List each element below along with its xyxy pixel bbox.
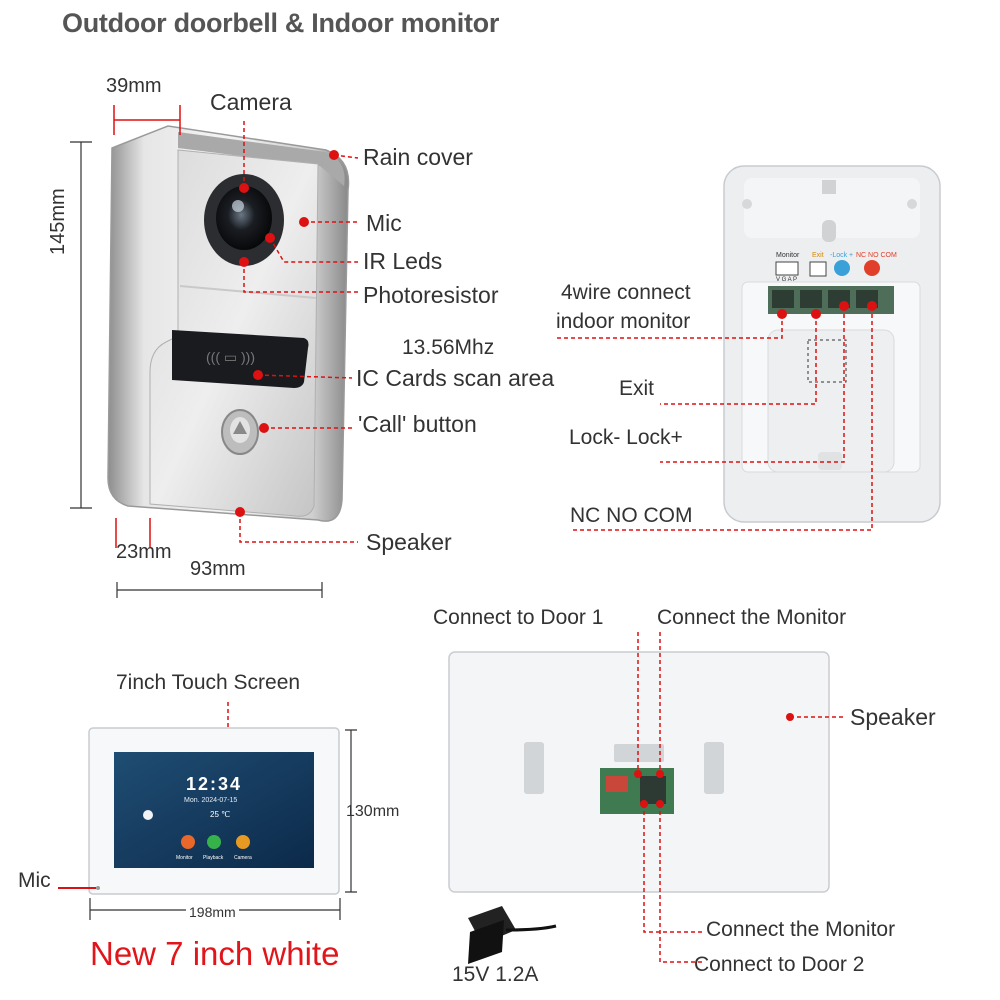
- dim-monitor-height: 130mm: [346, 803, 400, 820]
- screen-app-playback: Playback: [203, 855, 224, 861]
- dim-bottom-offset: 23mm: [116, 541, 172, 563]
- dim-width: 93mm: [190, 558, 246, 580]
- label-adapter: 15V 1.2A: [452, 963, 539, 986]
- label-4wire: 4wire connect: [561, 281, 691, 304]
- label-monitor-top: Connect the Monitor: [657, 606, 847, 629]
- panel-lock: -Lock +: [830, 252, 854, 259]
- dim-top-width: 39mm: [106, 75, 162, 97]
- label-speaker-back: Speaker: [850, 704, 936, 730]
- label-nc-no-com: NC NO COM: [570, 504, 693, 527]
- page-title: Outdoor doorbell & Indoor monitor: [62, 8, 500, 38]
- label-exit: Exit: [619, 377, 655, 400]
- indoor-monitor-front: [88, 727, 340, 895]
- label-door2: Connect to Door 2: [694, 953, 865, 976]
- screen-date: Mon. 2024-07-15: [184, 797, 238, 804]
- label-speaker: Speaker: [366, 529, 452, 555]
- power-adapter: [468, 906, 557, 964]
- label-frequency: 13.56Mhz: [402, 336, 495, 359]
- doorbell-back-panel: [723, 165, 941, 523]
- svg-text:((( ▭ ))): ((( ▭ ))): [206, 349, 255, 365]
- label-monitor-bottom: Connect the Monitor: [706, 918, 896, 941]
- label-rain-cover: Rain cover: [363, 144, 473, 170]
- label-indoor-monitor: indoor monitor: [556, 310, 691, 333]
- doorbell-dimension-lines: [113, 105, 181, 548]
- label-photoresistor: Photoresistor: [363, 282, 499, 308]
- panel-vgap: V G A P: [776, 277, 798, 283]
- doorbell-back-callouts: [556, 314, 873, 531]
- panel-exit: Exit: [812, 252, 824, 259]
- panel-nc: NC NO COM: [856, 252, 897, 259]
- dim-monitor-width: 198mm: [186, 904, 239, 920]
- label-mic-front: Mic: [18, 869, 51, 892]
- outdoor-doorbell: ((( ▭ ))): [107, 125, 350, 522]
- screen-app-camera: Camera: [234, 855, 252, 861]
- label-door1: Connect to Door 1: [433, 606, 604, 629]
- label-ic-cards: IC Cards scan area: [356, 365, 555, 391]
- label-ir-leds: IR Leds: [363, 248, 443, 274]
- product-name: New 7 inch white: [90, 935, 340, 972]
- label-lock: Lock- Lock+: [569, 426, 683, 449]
- panel-monitor: Monitor: [776, 252, 800, 259]
- label-call-button: 'Call' button: [358, 411, 477, 437]
- label-mic: Mic: [366, 210, 402, 236]
- dim-height: 145mm: [47, 188, 69, 255]
- monitor-back-callouts: [637, 632, 846, 963]
- label-camera: Camera: [210, 89, 292, 115]
- screen-temp: 25 ℃: [210, 810, 231, 819]
- label-touch-screen: 7inch Touch Screen: [116, 671, 301, 694]
- doorbell-callouts: [239, 120, 359, 543]
- screen-time: 12:34: [186, 774, 243, 794]
- screen-app-monitor: Monitor: [176, 855, 193, 861]
